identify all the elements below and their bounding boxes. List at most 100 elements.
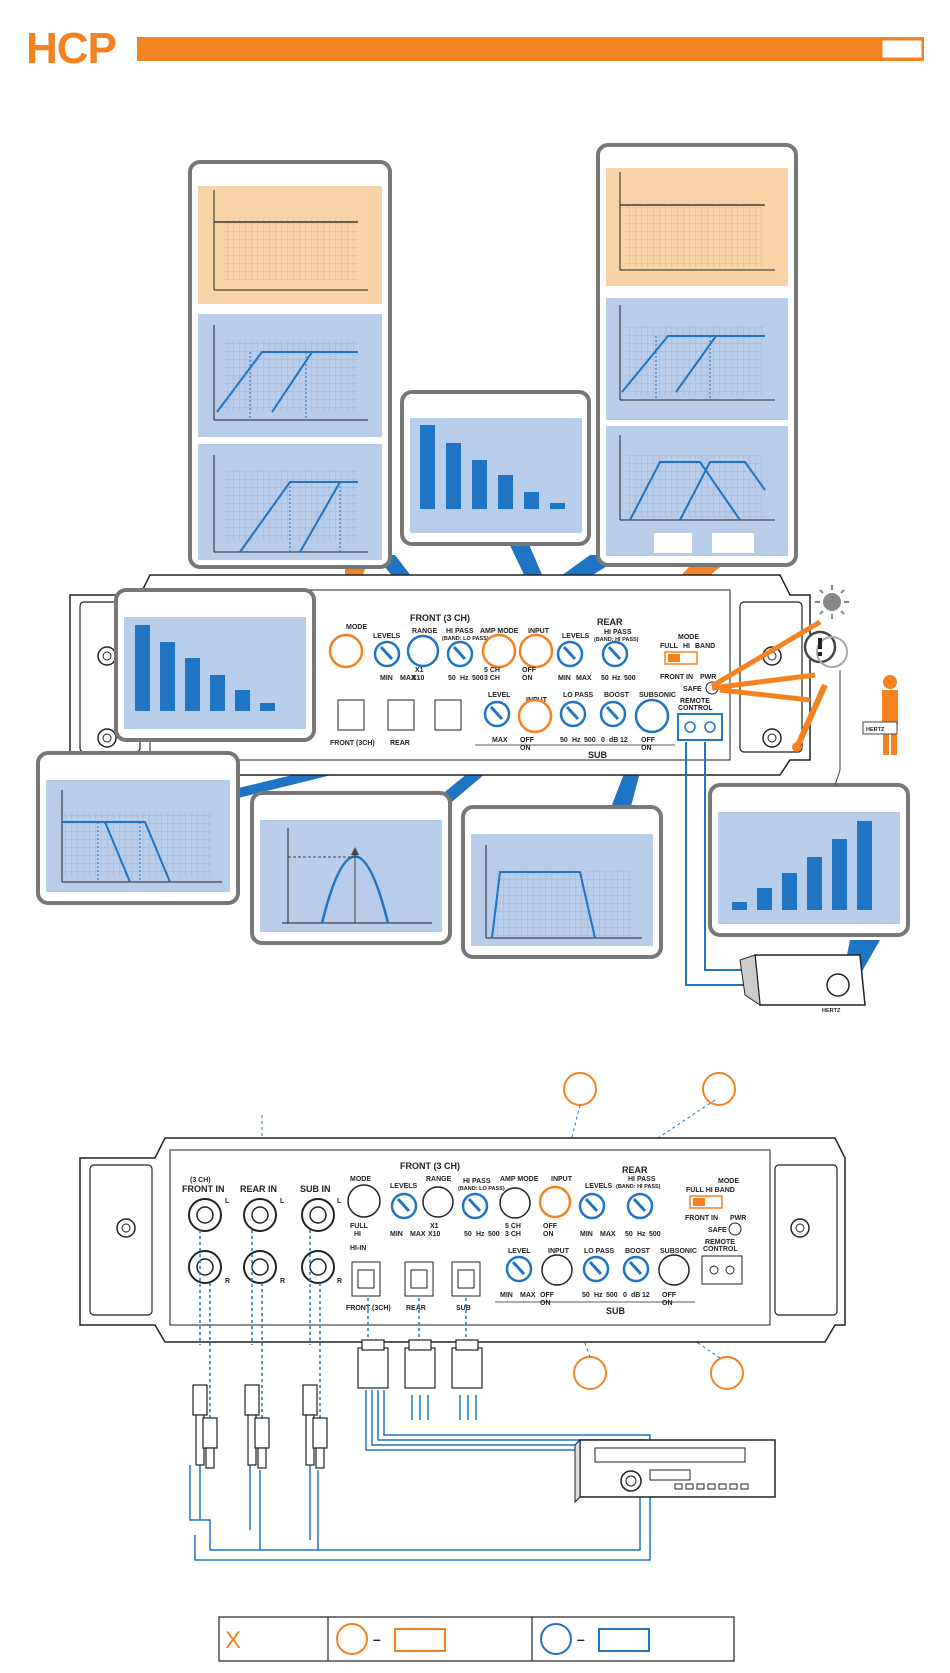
rear-max-label: MAX [600, 1231, 616, 1238]
rear-hi-pass-label: HI PASS [628, 1176, 656, 1183]
sub-label: SUB [588, 750, 608, 760]
remote-control: HERTZ [685, 742, 866, 1014]
front-in-label: FRONT IN [660, 674, 693, 681]
subsonic-label: SUBSONIC [660, 1248, 697, 1255]
lp-hz-label: Hz [572, 737, 581, 744]
boost-label: BOOST [625, 1248, 651, 1255]
hz-label: Hz [476, 1231, 485, 1238]
hz50-label: 50 [464, 1231, 472, 1238]
rear-max-label: MAX [576, 675, 592, 682]
legend-orange-box [394, 1628, 446, 1652]
full-label: FULL [660, 643, 679, 650]
remote-knob[interactable] [826, 973, 850, 997]
safe-label: SAFE [708, 1227, 727, 1234]
callout-remote-bars [708, 783, 910, 937]
callout-circle-1 [563, 1072, 597, 1106]
rear-connector[interactable] [387, 699, 415, 731]
rear-title: REAR [622, 1165, 648, 1175]
callout-circle-3 [573, 1356, 607, 1390]
head-unit [574, 1438, 776, 1504]
min-label: MIN [380, 675, 393, 682]
band-lo-pass-label: (BAND: LO PASS) [442, 636, 489, 642]
hi-label: HI [354, 1231, 361, 1238]
on-label: ON [522, 675, 533, 682]
subsonic-on-label: ON [662, 1300, 673, 1307]
subsonic-knob[interactable] [634, 698, 670, 734]
subsonic-label: SUBSONIC [639, 692, 676, 699]
rear-conn-label: REAR [390, 740, 410, 747]
sub-input-knob[interactable] [541, 1254, 573, 1286]
hi-pass-label: HI PASS [446, 628, 474, 635]
sub-r-label: R [337, 1278, 342, 1285]
front-3ch-title: FRONT (3 CH) [400, 1161, 460, 1171]
rear-hz50-label: 50 [625, 1231, 633, 1238]
db-label: dB [609, 737, 618, 744]
max-label: MAX [410, 1231, 426, 1238]
amp-mode-knob[interactable] [499, 1187, 531, 1219]
rear-conn-label: REAR [406, 1305, 426, 1312]
front-r-label: R [225, 1278, 230, 1285]
input-knob[interactable] [518, 633, 554, 669]
boost-label: BOOST [604, 692, 630, 699]
min-label: MIN [390, 1231, 403, 1238]
level-max-label: MAX [492, 737, 508, 744]
band-label: BAND [695, 643, 715, 650]
callout-mode-curves [188, 160, 392, 569]
hz500-label: 500 [488, 1231, 500, 1238]
pwr-label: PWR [730, 1215, 746, 1222]
mode-knob[interactable] [328, 633, 364, 669]
band-lo-pass-label: (BAND: LO PASS) [458, 1186, 505, 1192]
legend-x: X [225, 1627, 241, 1654]
sub-connector[interactable] [434, 699, 462, 731]
lo-pass-label: LO PASS [563, 692, 594, 699]
remote-port[interactable] [701, 1255, 743, 1285]
db12-label: 12 [620, 737, 628, 744]
x10-label: X10 [412, 675, 425, 682]
mode-label: MODE [346, 624, 367, 631]
range-label: RANGE [426, 1176, 452, 1183]
sub-input-knob[interactable] [517, 698, 553, 734]
callout-circle-2 [702, 1072, 736, 1106]
subsonic-knob[interactable] [658, 1254, 690, 1286]
lo-pass-label: LO PASS [584, 1248, 615, 1255]
front-3ch-connector[interactable] [337, 699, 365, 731]
hi-in-sub-connector[interactable] [451, 1261, 481, 1297]
callout-circle-4 [710, 1356, 744, 1390]
rear-hz50-label: 50 [601, 675, 609, 682]
rear-l-label: L [280, 1198, 285, 1205]
rear-in-label: REAR IN [240, 1184, 277, 1194]
mode-knob[interactable] [347, 1184, 381, 1218]
front-in-3ch-label: (3 CH) [190, 1177, 211, 1184]
amp-mode-label: AMP MODE [500, 1176, 539, 1183]
header-bar [137, 37, 924, 61]
sub-conn-label: SUB [456, 1305, 471, 1312]
off-label: OFF [522, 667, 537, 674]
range-knob[interactable] [406, 634, 440, 668]
rca-plugs [192, 1384, 328, 1469]
sub-input-label: INPUT [548, 1248, 570, 1255]
legend-dash-orange: – [373, 1631, 381, 1647]
ch5-label: 5 CH [505, 1223, 521, 1230]
lp-hz500-label: 500 [606, 1292, 618, 1299]
off-label: OFF [543, 1223, 558, 1230]
db12-label: 12 [642, 1292, 650, 1299]
pwr-led [728, 1222, 742, 1236]
sub-on-label: ON [520, 745, 531, 752]
ch3-label: 3 CH [505, 1231, 521, 1238]
input-knob[interactable] [538, 1185, 572, 1219]
logo: HCP [26, 24, 116, 73]
protection-icons: HERTZ [710, 585, 898, 786]
remote-label-2: CONTROL [703, 1246, 738, 1253]
amp-mode-knob[interactable] [481, 633, 517, 669]
level-max-label: MAX [520, 1292, 536, 1299]
lower-diagram: (3 CH) FRONT IN REAR IN SUB IN L R L R L… [79, 1072, 846, 1561]
level-label: LEVEL [508, 1248, 531, 1255]
range-knob[interactable] [422, 1186, 454, 1218]
hz50-label: 50 [448, 675, 456, 682]
ch3-label: 3 CH [484, 675, 500, 682]
legend-orange-circle [336, 1623, 368, 1655]
band-hi-pass-label: (BAND: HI PASS) [594, 637, 639, 643]
on-label: ON [543, 1231, 554, 1238]
upper-diagram: MODE LEVELS FRONT (3 CH) RANGE HI PASS (… [36, 143, 910, 1014]
